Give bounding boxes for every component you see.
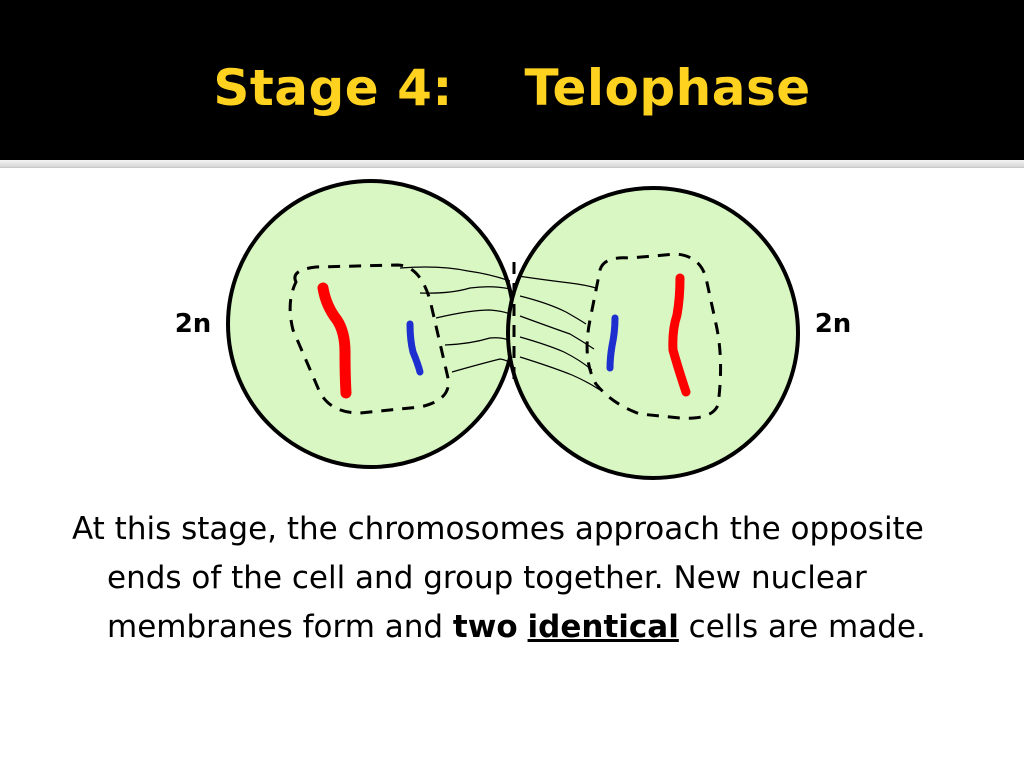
- description-text: At this stage, the chromosomes approach …: [72, 505, 997, 652]
- emphasis-two: two: [452, 609, 518, 645]
- description-part-1: At this stage, the chromosomes approach …: [72, 511, 924, 645]
- right-ploidy-label: 2n: [815, 309, 852, 339]
- left-cell: [226, 179, 516, 469]
- title-bar: [0, 0, 1024, 160]
- slide-title: Stage 4: Telophase: [213, 59, 811, 117]
- right-nuclear-membrane: [585, 252, 723, 420]
- left-short-chromosome: [406, 320, 424, 376]
- left-ploidy-label: 2n: [175, 309, 212, 339]
- left-spindle-fibers: [399, 266, 511, 373]
- right-spindle-fibers: [517, 275, 601, 391]
- right-long-chromosome: [668, 273, 691, 397]
- emphasis-identical: identical: [527, 609, 679, 645]
- right-short-chromosome: [606, 314, 619, 372]
- description-part-2: cells are made.: [678, 609, 926, 645]
- left-long-chromosome: [317, 282, 352, 399]
- title-divider: [0, 160, 1024, 168]
- description-space: [518, 609, 528, 645]
- telophase-diagram: 2n 2n: [175, 179, 852, 480]
- right-cell: [506, 186, 800, 480]
- left-nuclear-membrane: [288, 263, 450, 415]
